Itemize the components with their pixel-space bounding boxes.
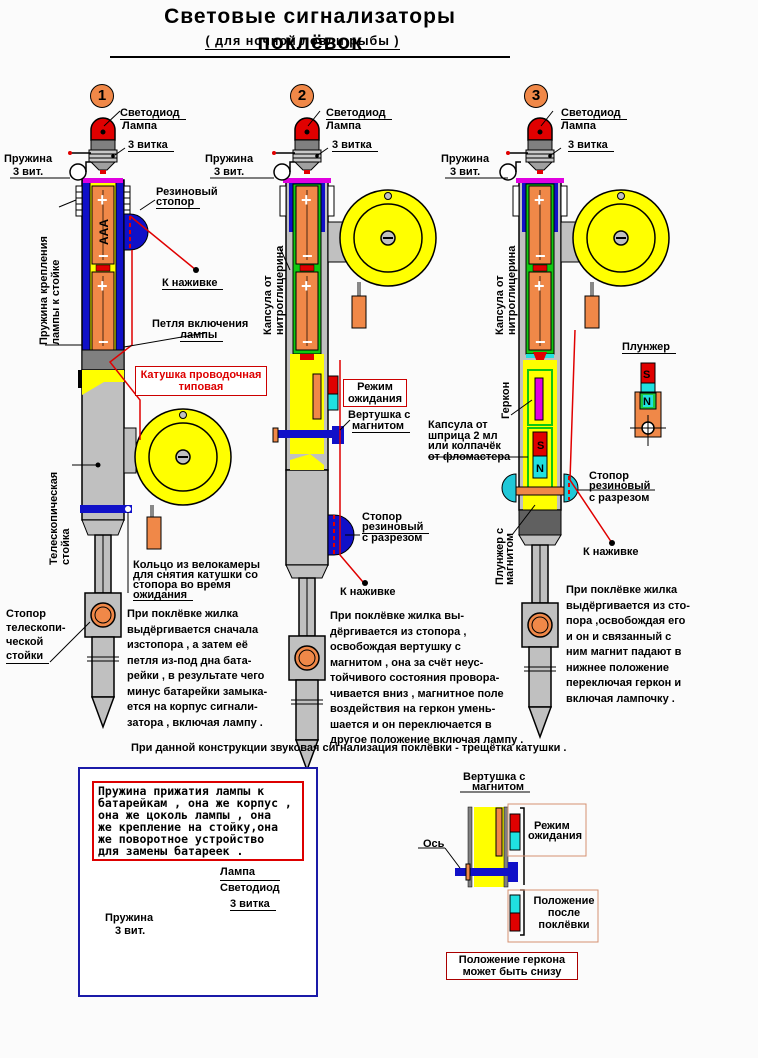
panel-left-lamp: Лампа [220, 866, 256, 878]
label-stopper-3c: с разрезом [589, 492, 650, 504]
page-subtitle: ( для ночной ловли рыбы ) [205, 34, 400, 50]
label-spring-turns-1: 3 вит. [13, 166, 44, 178]
label-led-2: Светодиод [326, 107, 392, 120]
label-plunger-mag-3b: магнитом [504, 532, 516, 585]
panel-right-axis: Ось [423, 838, 445, 850]
label-plunger: Плунжер [622, 341, 677, 354]
label-spring-turns-3: 3 вит. [450, 166, 481, 178]
panel-left-note: Пружина прижатия лампы к батарейкам , он… [92, 781, 304, 861]
label-ring: Кольцо из велокамеры для снятия катушки … [133, 559, 261, 601]
design-number-3: 3 [524, 84, 548, 108]
reel-label-box: Катушка проводочная типовая [135, 366, 267, 396]
label-loop-2: лампы [180, 329, 224, 342]
battery-type: AAA [97, 219, 111, 245]
label-reel-2: типовая [178, 381, 224, 393]
label-to-bait-3: К наживке [583, 546, 639, 558]
label-led-3: Светодиод [561, 107, 627, 120]
description-1: При поклёвке жилка выдёргивается сначала… [127, 608, 268, 729]
panel-left-led: Светодиод [220, 880, 280, 894]
label-spring-turns-2: 3 вит. [214, 166, 245, 178]
panel-right-after: Положение после поклёвки [533, 895, 595, 931]
panel-right-drawing [418, 791, 599, 943]
panel-left-turns: 3 витка [230, 898, 276, 911]
battery-bottom [91, 271, 115, 353]
svg-text:S: S [643, 369, 650, 381]
panel-left-spring: Пружина [105, 912, 154, 924]
panel-right-standby-1: Режим [534, 820, 570, 832]
design-3-drawing: S N [428, 110, 670, 738]
label-spring-2: Пружина [205, 153, 254, 165]
label-spring-3: Пружина [441, 153, 490, 165]
svg-text:S: S [537, 440, 544, 452]
label-turns-2: 3 витка [332, 139, 378, 152]
description-3: При поклёвке жилка выдёргивается из сто-… [566, 584, 690, 705]
description-2: При поклёвке жилка вы- дёргивается из ст… [330, 610, 524, 746]
label-spinner-2a: Вертушка с [348, 409, 411, 421]
label-syringe: Капсула от шприца 2 мл или колпачёк от ф… [428, 419, 511, 463]
label-stopper-3a: Стопор [589, 470, 629, 482]
panel-right-note: Положение геркона может быть снизу [446, 952, 578, 980]
label-stopper-2c: с разрезом [362, 532, 423, 544]
label-telescopic-2: стойка [60, 528, 72, 565]
design-1-drawing: AAA [10, 110, 232, 728]
label-loop-1: Петля включения [152, 318, 249, 330]
design-number-1: 1 [90, 84, 114, 108]
label-stopper-2b: резиновый [362, 521, 430, 534]
label-reed: Геркон [500, 381, 512, 419]
label-lamp-3: Лампа [561, 120, 597, 132]
label-spring-1: Пружина [4, 153, 53, 165]
label-stopper-2a: Стопор [362, 511, 402, 523]
label-led-1: Светодиод [120, 107, 186, 120]
label-capsule-2a: Капсула от [262, 275, 274, 335]
label-to-bait-1: К наживке [162, 277, 224, 290]
label-turns-1: 3 витка [128, 139, 174, 152]
panel-right-standby-2: ожидания [528, 830, 583, 842]
panel-right-spinner-2: магнитом [472, 781, 525, 793]
label-spinner-2b: магнитом [352, 420, 411, 433]
page-title: Световые сигнализаторы поклёвок [110, 4, 510, 58]
standby-box-2: Режим ожидания [343, 379, 407, 407]
panel-right-spinner-1: Вертушка с [463, 771, 526, 783]
label-capsule-3a: Капсула от [494, 275, 506, 335]
label-stand-stop: Стопор телескопи- ческой стойки [6, 608, 66, 664]
design-number-2: 2 [290, 84, 314, 108]
design-2-drawing [210, 110, 437, 771]
label-capsule-3b: нитроглицерина [506, 245, 518, 335]
svg-text:N: N [643, 396, 651, 408]
panel-left-spring-turns: 3 вит. [115, 925, 146, 937]
label-turns-3: 3 витка [568, 139, 614, 152]
label-stopper-3b: резиновый [589, 480, 651, 492]
label-telescopic-1: Телескопическая [48, 471, 60, 565]
label-to-bait-2: К наживке [340, 586, 396, 598]
label-lamp-2: Лампа [326, 120, 362, 132]
label-spring-mount-2: лампы к стойке [50, 259, 62, 345]
label-spring-mount-1: Пружина крепления [38, 236, 50, 345]
label-rubber-stop-2: стопор [156, 196, 201, 209]
label-reel-1: Катушка проводочная [140, 369, 262, 381]
footer-note: При данной конструкции звуковая сигнализ… [131, 742, 567, 754]
label-capsule-2b: нитроглицерина [274, 245, 286, 335]
label-rubber-stop-1: Резиновый [156, 186, 218, 198]
label-lamp-1: Лампа [122, 120, 158, 132]
svg-text:N: N [536, 463, 544, 475]
